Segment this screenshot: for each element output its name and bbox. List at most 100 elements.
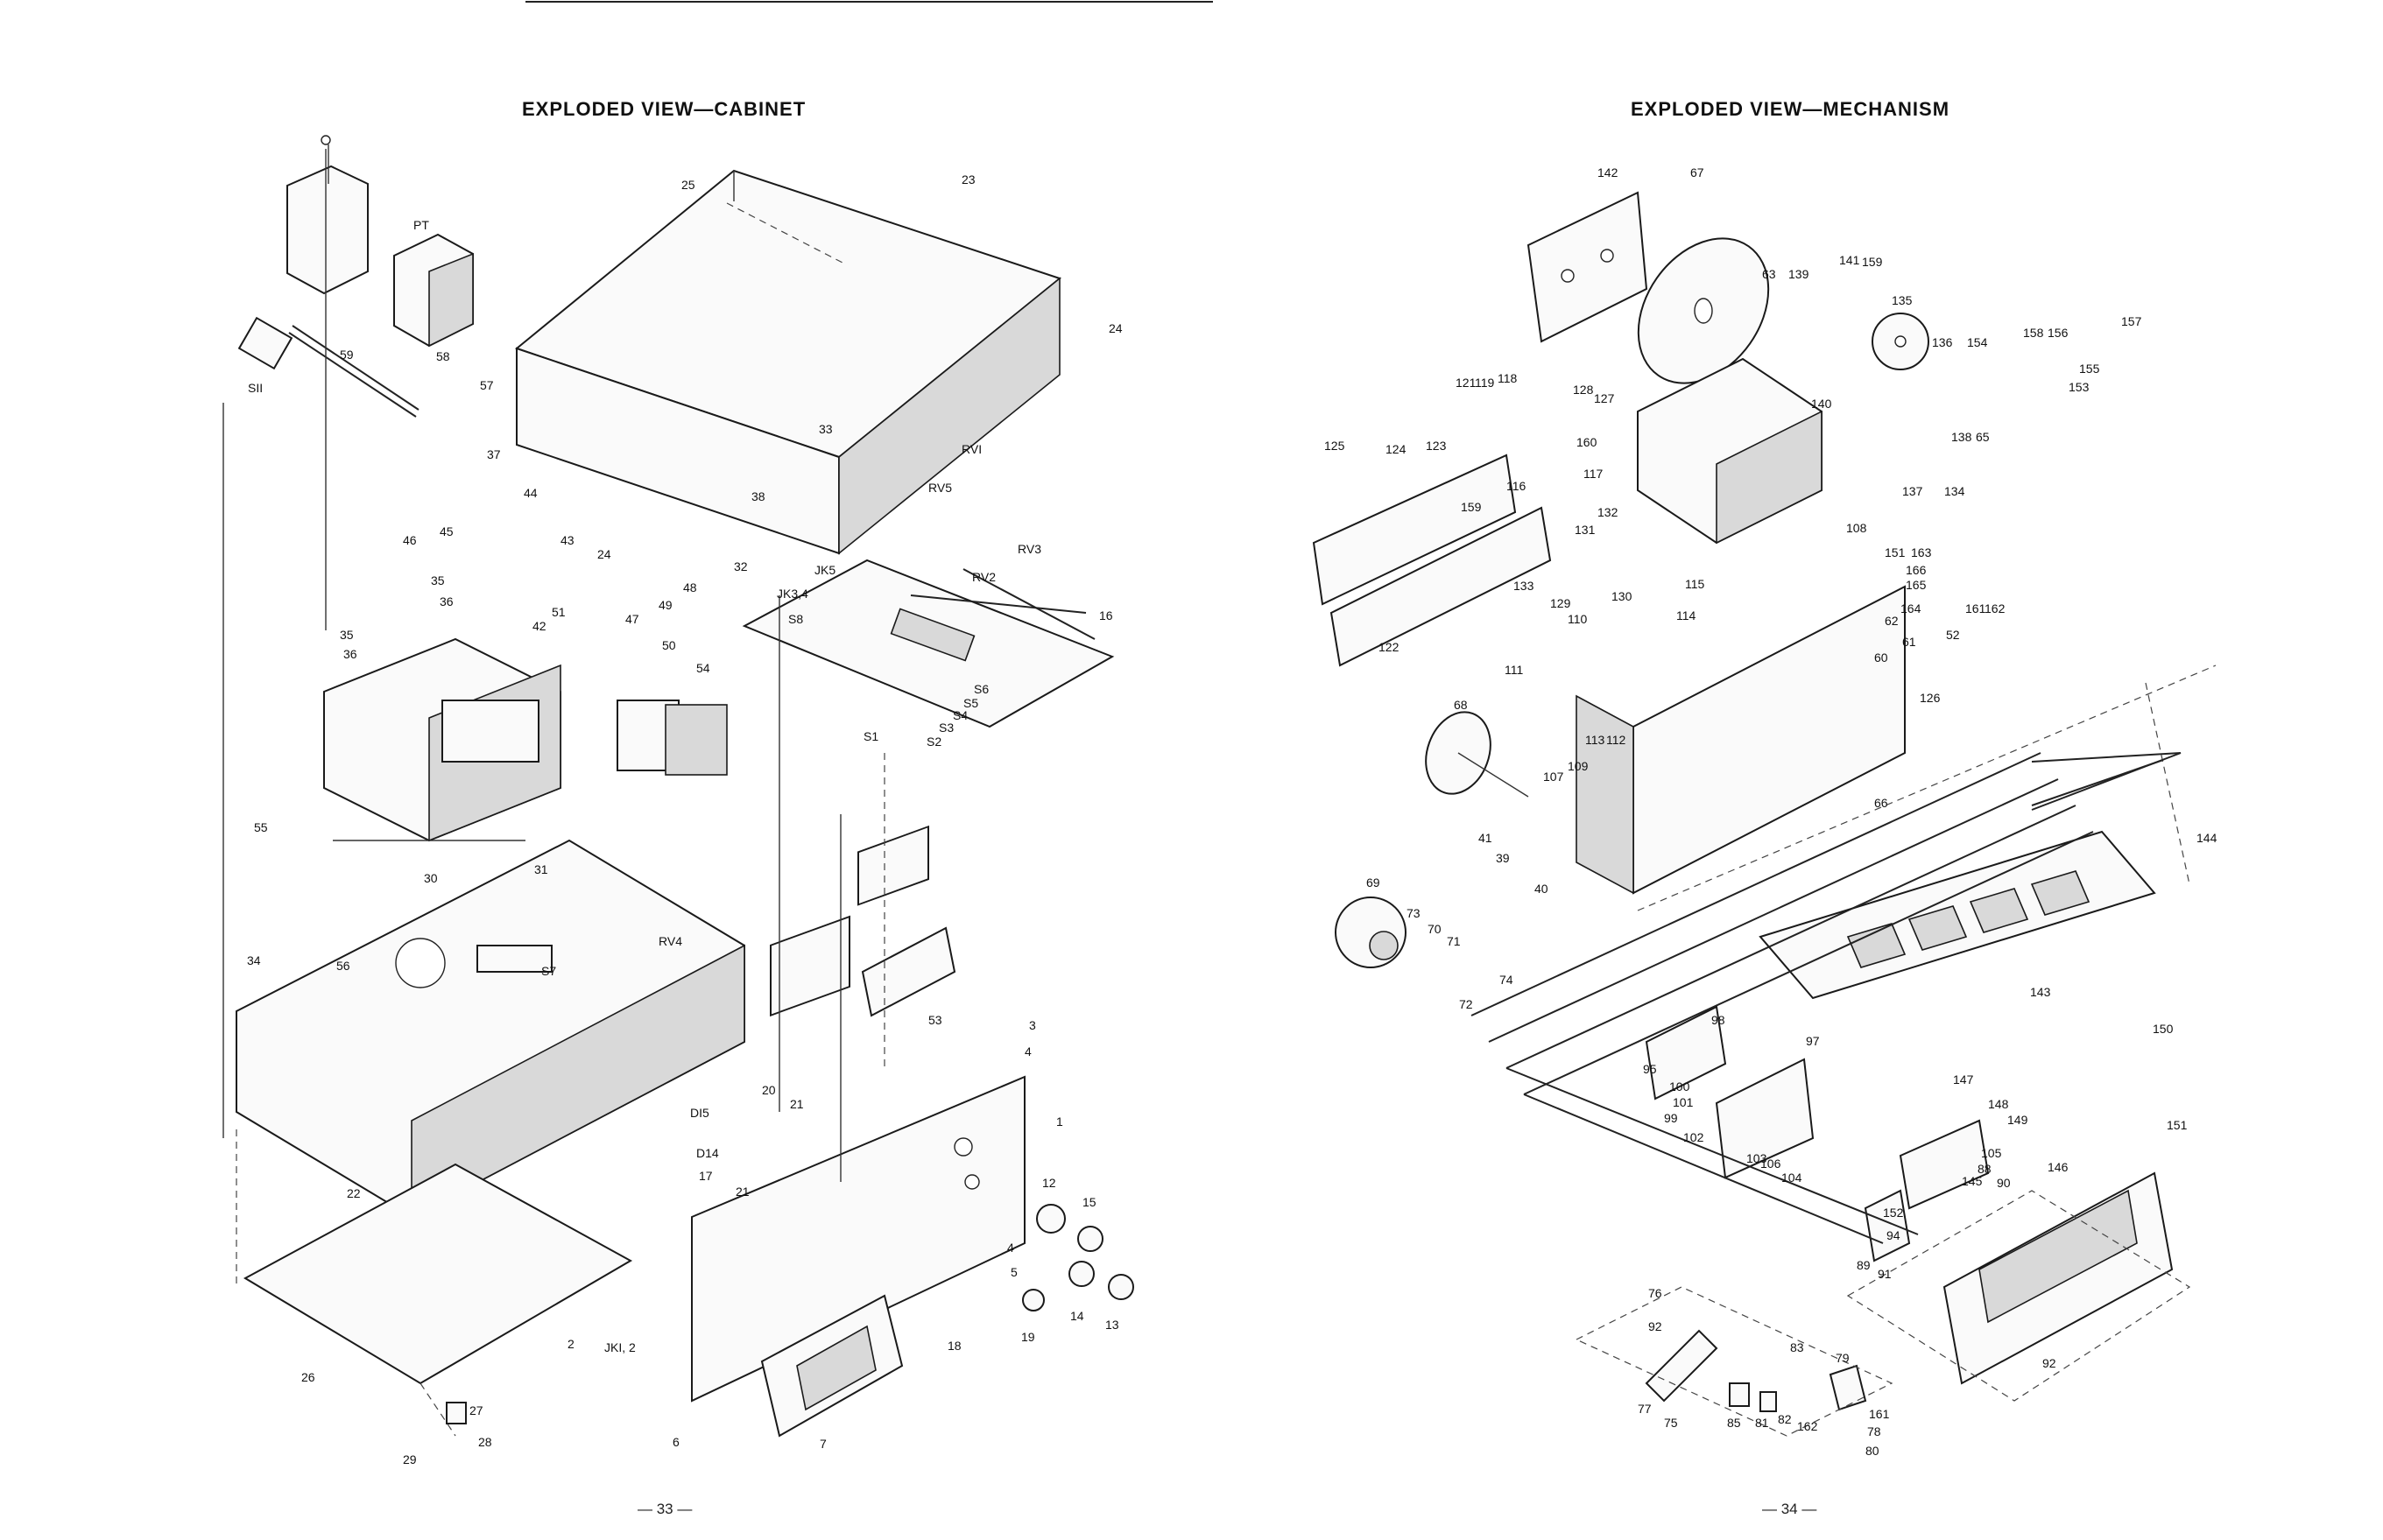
part-label: 75: [1664, 1416, 1678, 1430]
part-label: 137: [1902, 484, 1923, 498]
part-label: 47: [625, 612, 639, 626]
cabinet-drawing: [222, 135, 1134, 1438]
part-label: 102: [1683, 1130, 1704, 1144]
part-label: 40: [1534, 882, 1548, 896]
part-label: 151: [2167, 1118, 2188, 1132]
part-label: 73: [1407, 906, 1421, 920]
part-label: 28: [478, 1435, 492, 1449]
part-label: 148: [1988, 1097, 2009, 1111]
part-label: 94: [1886, 1228, 1900, 1242]
part-labels-left: PT SII 59 58 57 25 23 24 33 RVI RV5 38 3…: [247, 172, 1123, 1466]
head-block: [1846, 1171, 2191, 1402]
part-label: 34: [247, 953, 261, 967]
chassis: [236, 839, 745, 1287]
part-label: SII: [248, 381, 263, 395]
power-transformer: [286, 135, 474, 348]
part-label: 131: [1575, 523, 1596, 537]
part-label: 151: [1885, 545, 1906, 559]
motor: [1335, 897, 1407, 968]
part-label: 150: [2153, 1022, 2174, 1036]
part-label: 164: [1900, 601, 1921, 615]
part-label: 14: [1070, 1309, 1084, 1323]
part-label: 157: [2121, 314, 2142, 328]
page-number-left: — 33 —: [638, 1501, 693, 1517]
part-label: 50: [662, 638, 676, 652]
part-label: 103: [1746, 1151, 1767, 1165]
part-label: 115: [1685, 577, 1705, 591]
reel-disk: [1425, 711, 1529, 798]
part-label: 68: [1454, 698, 1468, 712]
part-label: RV2: [972, 570, 996, 584]
part-label: 135: [1892, 293, 1913, 307]
part-label: 144: [2196, 831, 2217, 845]
part-label: 123: [1426, 439, 1447, 453]
part-label: 76: [1648, 1286, 1662, 1300]
part-label: 83: [1790, 1340, 1804, 1354]
part-label: 130: [1611, 589, 1632, 603]
part-label: 24: [1109, 321, 1123, 335]
part-label: 61: [1902, 635, 1916, 649]
slide-plate-left: [1312, 454, 1552, 667]
mechanism-title: EXPLODED VIEW—MECHANISM: [1631, 98, 1950, 120]
front-panel: [691, 825, 1026, 1403]
part-label: 72: [1459, 997, 1473, 1011]
part-label: 106: [1760, 1157, 1781, 1171]
part-label: 44: [524, 486, 538, 500]
part-label: 85: [1727, 1416, 1741, 1430]
part-label: RV3: [1018, 542, 1041, 556]
part-label: 127: [1594, 391, 1615, 405]
part-label: 56: [336, 959, 350, 973]
part-label: 60: [1874, 650, 1888, 665]
part-label: 79: [1836, 1351, 1850, 1365]
lever-group: [1645, 1005, 1990, 1262]
part-label: 74: [1499, 973, 1513, 987]
part-label: 59: [340, 348, 354, 362]
part-label: 121: [1456, 376, 1477, 390]
part-label: 18: [948, 1339, 962, 1353]
part-label: 39: [1496, 851, 1510, 865]
part-label: 138: [1951, 430, 1972, 444]
part-label: 15: [1082, 1195, 1096, 1209]
part-label: 17: [699, 1169, 713, 1183]
part-label: 92: [2042, 1356, 2056, 1370]
part-label: 153: [2069, 380, 2090, 394]
part-label: 33: [819, 422, 833, 436]
part-label: 66: [1874, 796, 1888, 810]
part-label: D14: [696, 1146, 719, 1160]
part-label: 36: [440, 594, 454, 608]
part-label: 141: [1839, 253, 1860, 267]
part-label: 71: [1447, 934, 1461, 948]
part-label: 117: [1583, 467, 1604, 481]
part-label: 5: [1011, 1265, 1018, 1279]
part-label: 36: [343, 647, 357, 661]
part-label: 63: [1762, 267, 1776, 281]
part-label: RV5: [928, 481, 952, 495]
rail-lines: [1470, 665, 2217, 1244]
part-label: 111: [1505, 663, 1523, 677]
part-label: 162: [1985, 601, 2006, 615]
part-label: 4: [1025, 1044, 1032, 1058]
part-label: 46: [403, 533, 417, 547]
flywheel: [1637, 237, 1770, 384]
part-label: 100: [1669, 1079, 1690, 1093]
part-label: 30: [424, 871, 438, 885]
part-label: 88: [1978, 1162, 1992, 1176]
part-label: 7: [820, 1437, 827, 1451]
part-label: JKI, 2: [604, 1340, 636, 1354]
frame-center: [1576, 585, 1906, 895]
part-label: 89: [1857, 1258, 1871, 1272]
part-label: 142: [1597, 165, 1618, 179]
part-label: 124: [1385, 442, 1407, 456]
part-label: 53: [928, 1013, 942, 1027]
part-label: 42: [532, 619, 546, 633]
part-label: 25: [681, 178, 695, 192]
part-label: 163: [1911, 545, 1932, 559]
part-label: 97: [1806, 1034, 1820, 1048]
bottom-levers: [1575, 1286, 1893, 1437]
part-label: 159: [1862, 255, 1883, 269]
pc-board-controls: [742, 559, 1115, 728]
part-label: 147: [1953, 1072, 1974, 1086]
part-label: 104: [1781, 1171, 1802, 1185]
part-label: 145: [1962, 1174, 1983, 1188]
